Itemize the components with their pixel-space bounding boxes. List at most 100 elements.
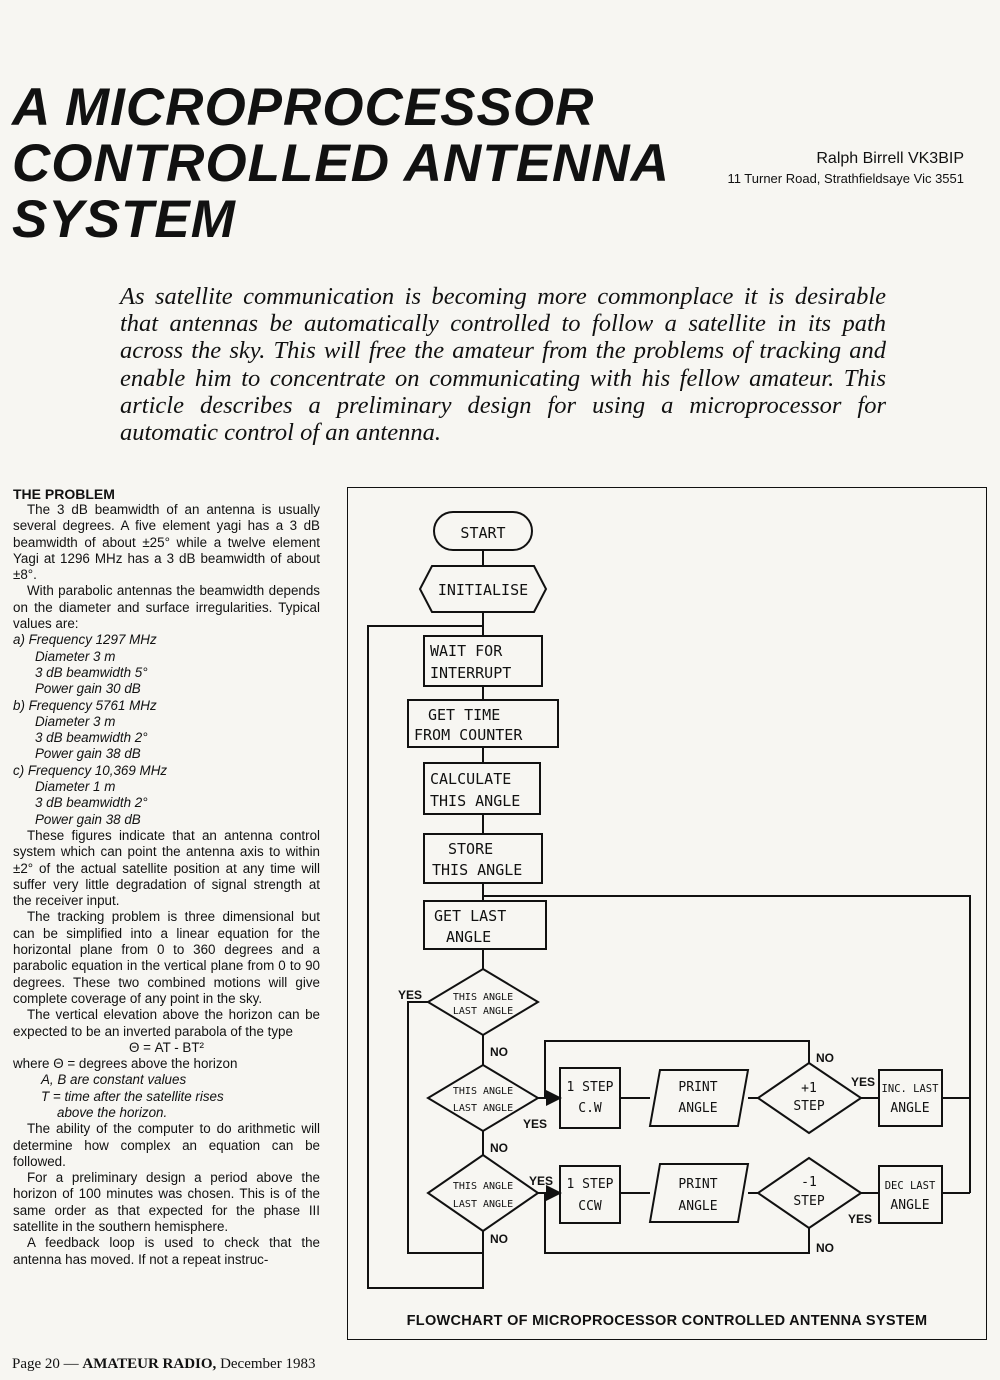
no-label: NO — [816, 1241, 834, 1255]
print-label-2: ANGLE — [678, 1101, 717, 1116]
store-label-2: THIS ANGLE — [432, 861, 522, 879]
loop-line — [367, 625, 484, 1289]
decision-greater-label-2: LAST ANGLE — [453, 1103, 513, 1114]
step-cw-label-1: 1 STEP — [567, 1080, 614, 1095]
wait-node — [423, 635, 543, 687]
list-item: 3 dB beamwidth 2° — [35, 795, 148, 811]
list-item: Diameter 1 m — [35, 779, 116, 795]
store-node — [423, 833, 543, 884]
no-label: NO — [490, 1045, 508, 1059]
start-node — [433, 511, 533, 551]
where-block: where Θ = degrees above the horizon A, B… — [13, 1056, 320, 1121]
step-ccw-label-2: CCW — [578, 1199, 602, 1214]
calculate-node — [423, 762, 541, 815]
values-list: a) Frequency 1297 MHz Diameter 3 m 3 dB … — [13, 632, 320, 828]
title-line-1: A MICROPROCESSOR — [12, 78, 595, 137]
inc-last-label-1: INC. LAST — [882, 1083, 940, 1095]
no-label: NO — [490, 1141, 508, 1155]
section-heading: THE PROBLEM — [13, 486, 115, 502]
author-name: Ralph Birrell VK3BIP — [816, 150, 964, 167]
get-time-label-1: GET TIME — [428, 706, 500, 724]
plus-step-decision — [756, 1061, 863, 1135]
where-line: A, B are constant values — [41, 1072, 187, 1088]
step-ccw-node — [559, 1165, 621, 1224]
list-item: c) Frequency 10,369 MHz — [13, 762, 168, 778]
flowchart-svg: START INITIALISE WAIT FOR INTERRUPT GET … — [367, 511, 971, 1289]
get-last-label-1: GET LAST — [434, 907, 506, 925]
yes-label: YES — [523, 1117, 547, 1131]
minus-step-label-1: -1 — [801, 1175, 817, 1190]
page-footer: Page 20 — AMATEUR RADIO, December 1983 — [12, 1356, 315, 1373]
body-column: THE PROBLEM The 3 dB beamwidth of an ant… — [13, 486, 320, 1268]
minus-step-label-2: STEP — [793, 1194, 824, 1209]
minus-step-decision — [756, 1156, 863, 1230]
step-cw-node — [559, 1067, 621, 1129]
page-number: Page 20 — — [12, 1356, 79, 1372]
return-line — [483, 895, 971, 1193]
decision-equal — [426, 967, 540, 1037]
get-last-label-2: ANGLE — [446, 928, 491, 946]
paragraph: These figures indicate that an antenna c… — [13, 827, 320, 909]
decision-greater-label-1: THIS ANGLE — [453, 1086, 513, 1097]
decision-less-label-2: LAST ANGLE — [453, 1199, 513, 1210]
print-node-top — [648, 1069, 750, 1127]
list-item: Diameter 3 m — [35, 648, 116, 664]
paragraph: The 3 dB beamwidth of an antenna is usua… — [13, 502, 320, 583]
plus-step-label-1: +1 — [801, 1081, 817, 1096]
list-item: Power gain 38 dB — [35, 746, 141, 762]
decision-equal-label-2: LAST ANGLE — [453, 1006, 513, 1017]
no-label: NO — [490, 1232, 508, 1246]
no-loop-line — [544, 1040, 810, 1098]
wait-label-2: INTERRUPT — [430, 664, 511, 682]
paragraph: With parabolic antennas the beamwidth de… — [13, 583, 320, 632]
list-item: 3 dB beamwidth 2° — [35, 730, 148, 746]
inc-last-node — [878, 1069, 943, 1127]
store-label-1: STORE — [448, 840, 493, 858]
yes-label: YES — [398, 988, 422, 1002]
title-line-2: CONTROLLED ANTENNA — [12, 134, 670, 193]
dec-last-label-1: DEC LAST — [885, 1180, 936, 1192]
start-label: START — [460, 524, 505, 542]
print-label-3: PRINT — [678, 1177, 717, 1192]
magazine-name: AMATEUR RADIO, — [82, 1356, 217, 1372]
dec-last-node — [878, 1165, 943, 1224]
wait-label-1: WAIT FOR — [430, 642, 503, 660]
get-time-node — [407, 699, 559, 748]
author-block: Ralph Birrell VK3BIP 11 Turner Road, Str… — [727, 150, 964, 186]
paragraph: For a preliminary design a period above … — [13, 1170, 320, 1235]
list-item: Power gain 30 dB — [35, 681, 141, 697]
decision-less — [426, 1153, 540, 1233]
author-address: 11 Turner Road, Strathfieldsaye Vic 3551 — [727, 171, 964, 186]
figure-caption: FLOWCHART OF MICROPROCESSOR CONTROLLED A… — [406, 1313, 928, 1329]
calculate-label-1: CALCULATE — [430, 770, 511, 788]
yes-label: YES — [529, 1174, 553, 1188]
step-cw-label-2: C.W — [578, 1101, 602, 1116]
yes-label: YES — [851, 1075, 875, 1089]
list-item: 3 dB beamwidth 5° — [35, 664, 148, 680]
equation: Θ = AT - BT² — [128, 1039, 205, 1055]
decision-greater — [426, 1063, 540, 1133]
get-last-node — [423, 900, 547, 950]
list-item: b) Frequency 5761 MHz — [13, 697, 157, 713]
paragraph: The tracking problem is three dimensiona… — [13, 909, 320, 1006]
no-label: NO — [816, 1051, 834, 1065]
list-item: a) Frequency 1297 MHz — [13, 632, 157, 648]
standfirst: As satellite communication is becoming m… — [120, 283, 886, 447]
no-loop-line — [544, 1193, 810, 1254]
calculate-label-2: THIS ANGLE — [430, 792, 520, 810]
where-line: T = time after the satellite rises — [41, 1088, 224, 1104]
paragraph: The vertical elevation above the horizon… — [13, 1007, 320, 1039]
initialise-label: INITIALISE — [438, 581, 528, 599]
print-label-1: PRINT — [678, 1080, 717, 1095]
plus-step-label-2: STEP — [793, 1099, 824, 1114]
step-ccw-label-1: 1 STEP — [567, 1177, 614, 1192]
paragraph: The ability of the computer to do arithm… — [13, 1121, 320, 1169]
decision-less-label-1: THIS ANGLE — [453, 1181, 513, 1192]
print-label-4: ANGLE — [678, 1199, 717, 1214]
yes-line — [407, 1001, 483, 1254]
get-time-label-2: FROM COUNTER — [414, 726, 523, 744]
paragraph: A feedback loop is used to check that th… — [13, 1235, 320, 1267]
print-node-bottom — [648, 1163, 750, 1223]
decision-equal-label-1: THIS ANGLE — [453, 992, 513, 1003]
where-line: above the horizon. — [57, 1104, 168, 1120]
